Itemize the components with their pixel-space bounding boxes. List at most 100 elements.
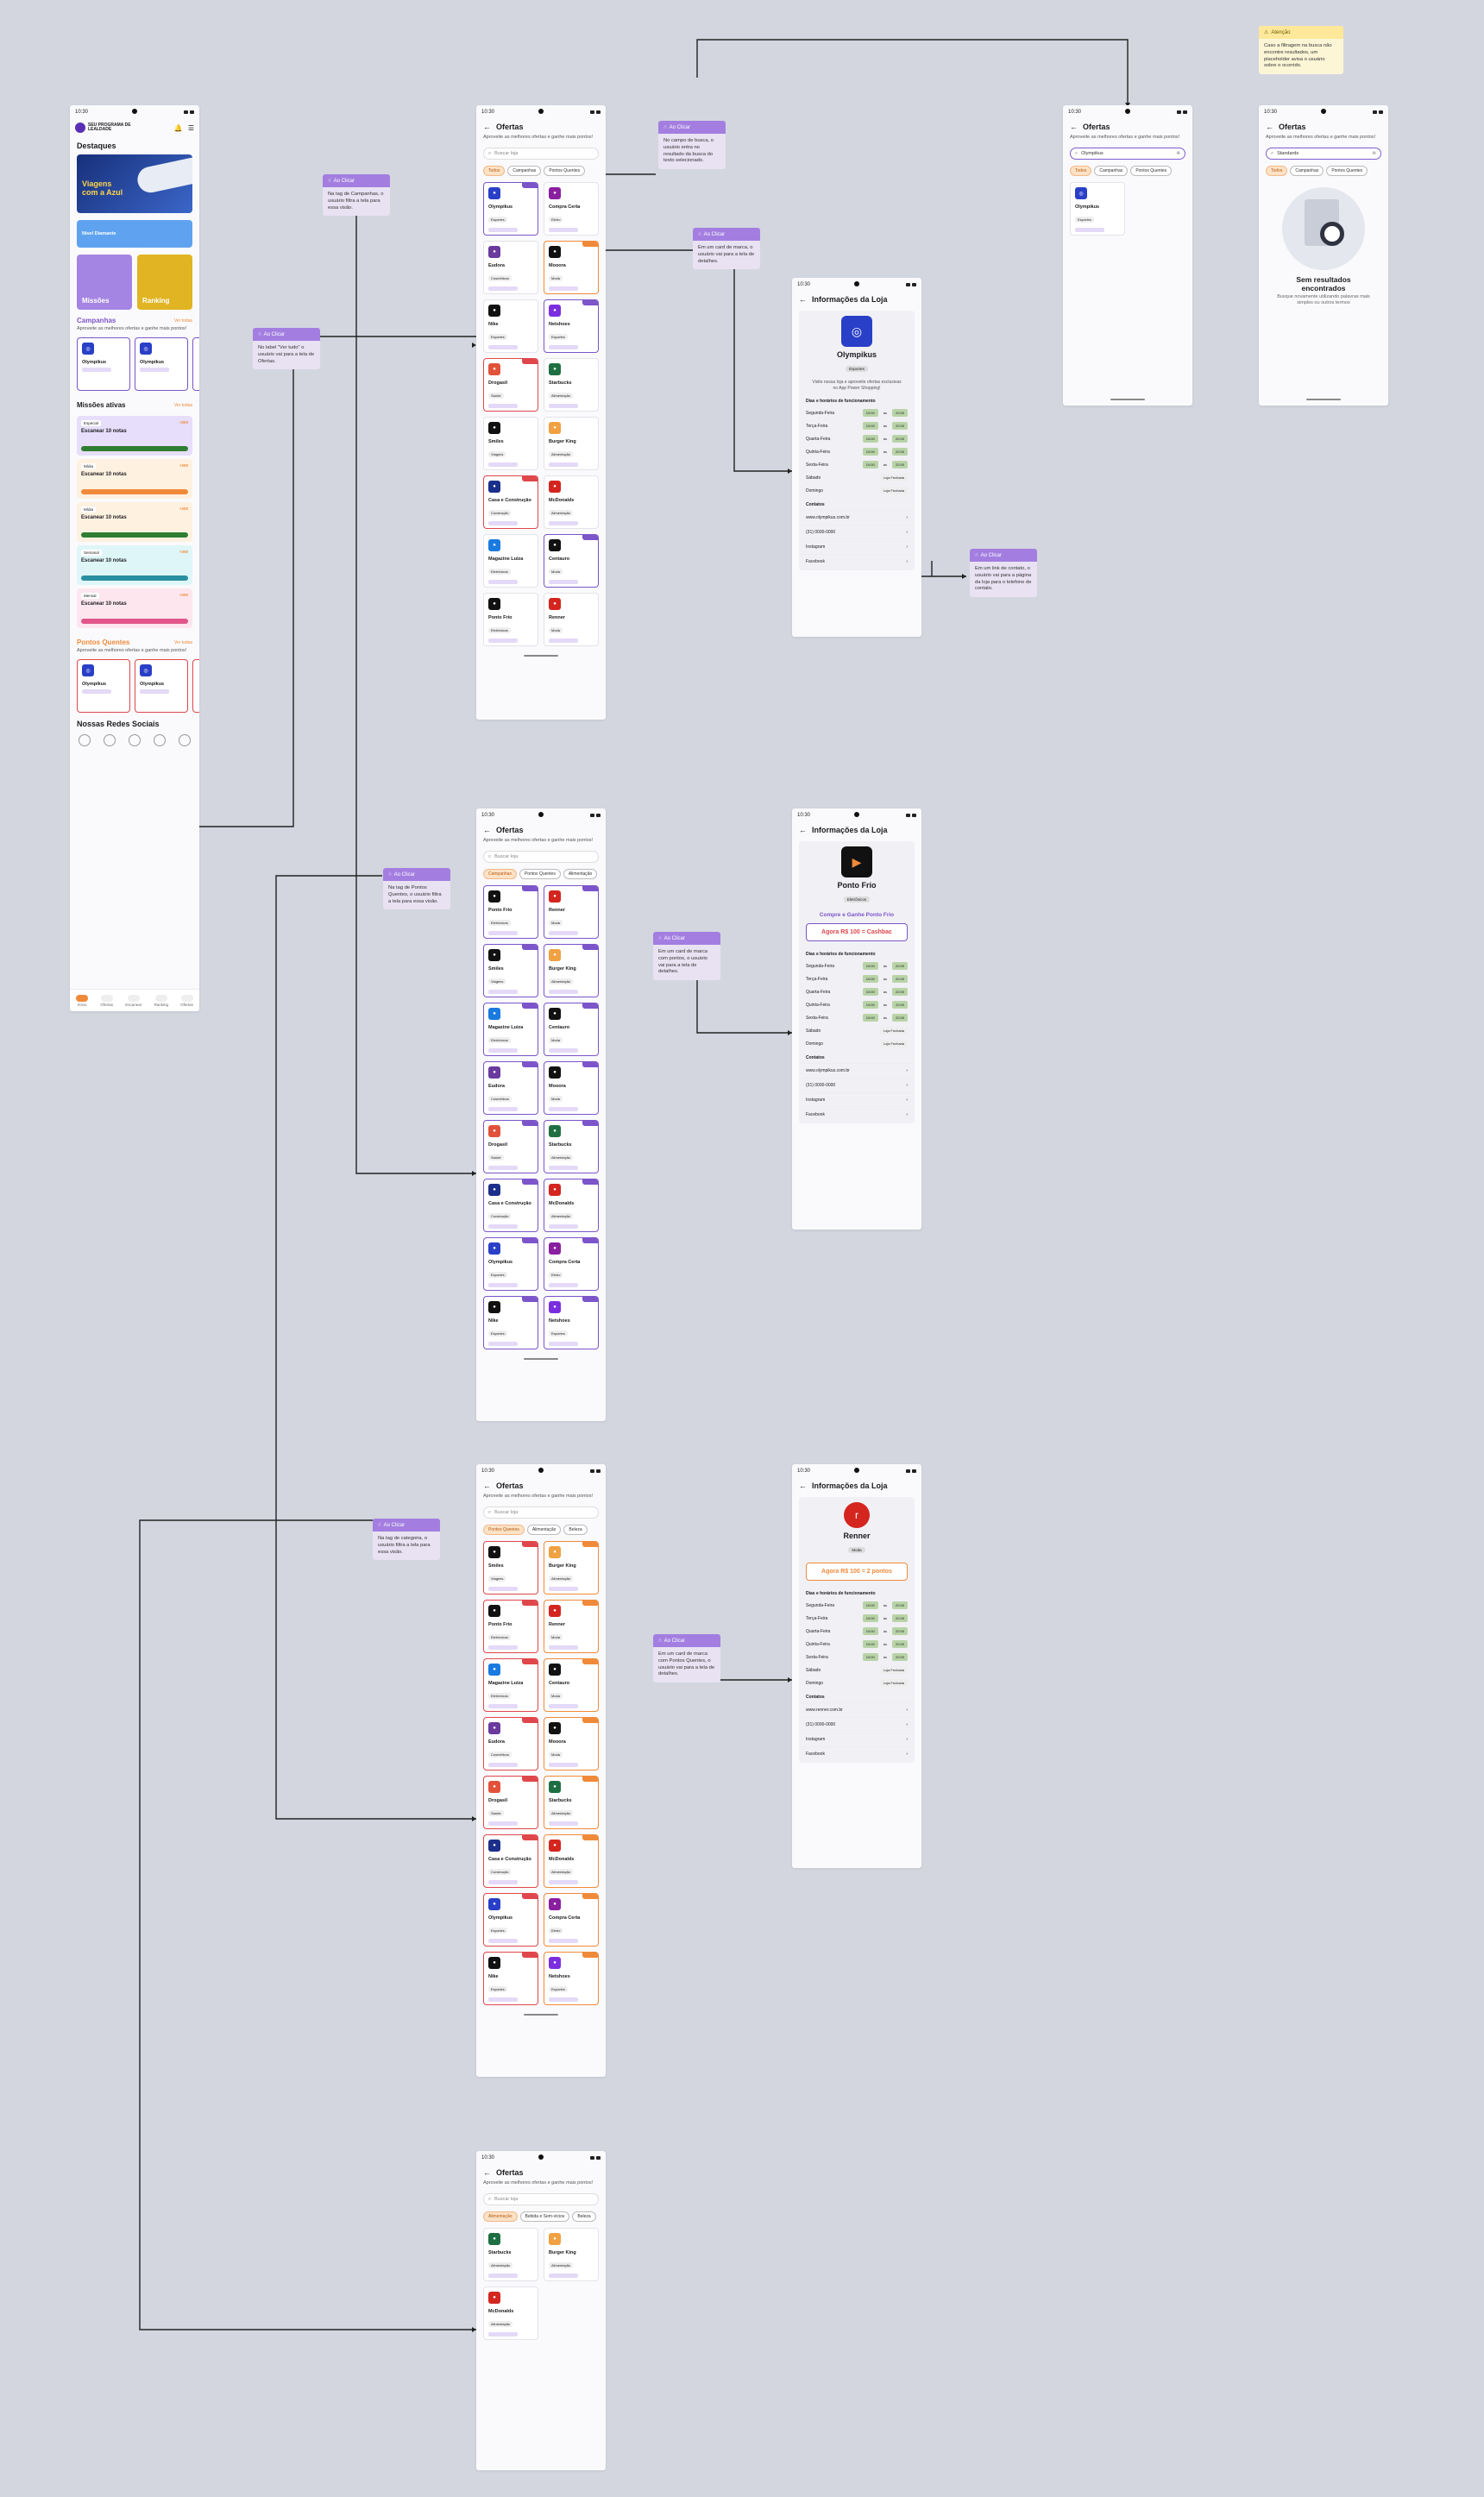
- chip-campaigns[interactable]: Campanhas: [483, 869, 517, 880]
- contact-instagram[interactable]: Instagram›: [799, 1732, 915, 1746]
- chip-beauty[interactable]: Beleza: [572, 2211, 596, 2223]
- campaigns-see-all[interactable]: Ver todas: [173, 318, 192, 324]
- nav-item[interactable]: Início: [76, 994, 89, 1007]
- nav-item[interactable]: Ofertas: [180, 994, 193, 1007]
- campaign-offer-card[interactable]: Agora R$ 100 = 2 pontos: [806, 1563, 908, 1581]
- chip-food[interactable]: Alimentação: [563, 869, 598, 880]
- chip-drinks[interactable]: Bebida e Sem-vícios: [519, 2211, 570, 2223]
- chip-food[interactable]: Alimentação: [483, 2211, 518, 2223]
- search-input[interactable]: ⌕Buscar loja: [483, 851, 599, 864]
- nav-item[interactable]: Ranking: [154, 994, 168, 1007]
- contact-site[interactable]: www.olympikus.com.br›: [799, 510, 915, 525]
- contact-phone[interactable]: (31) 0000-0000›: [799, 1078, 915, 1092]
- chip-beauty[interactable]: Beleza: [563, 1525, 588, 1536]
- contact-facebook[interactable]: Facebook›: [799, 554, 915, 569]
- menu-icon[interactable]: ☰: [187, 123, 194, 132]
- search-input[interactable]: ⌕Buscar loja: [483, 1506, 599, 1519]
- back-arrow-icon[interactable]: ←: [483, 826, 491, 834]
- contact-site[interactable]: www.olympikus.com.br›: [799, 1063, 915, 1078]
- bell-icon[interactable]: 🔔: [173, 123, 183, 132]
- level-card[interactable]: Nível Diamante: [77, 220, 192, 250]
- back-arrow-icon[interactable]: ←: [483, 123, 491, 131]
- campaigns-carousel[interactable]: ◎Olympikus ◎Olympikus: [70, 336, 199, 393]
- linkedin-icon[interactable]: [154, 734, 166, 747]
- search-input[interactable]: ⌕Buscar loja: [483, 148, 599, 160]
- clear-icon[interactable]: ⊗: [1372, 151, 1376, 157]
- hot-points-carousel[interactable]: ◎Olympikus ◎Olympikus: [70, 657, 199, 714]
- back-arrow-icon[interactable]: ←: [483, 1481, 491, 1490]
- chip-food[interactable]: Alimentação: [526, 1525, 562, 1536]
- x-icon[interactable]: [129, 734, 141, 747]
- contact-site[interactable]: www.renner.com.br›: [799, 1702, 915, 1717]
- back-arrow-icon[interactable]: ←: [799, 295, 807, 304]
- contact-phone[interactable]: (31) 0000-0000›: [799, 1717, 915, 1732]
- search-input[interactable]: ⌕Standards⊗: [1266, 148, 1381, 160]
- chip-all[interactable]: Todos: [483, 166, 506, 177]
- campaign-offer-card[interactable]: Agora R$ 100 = Cashbac: [806, 923, 908, 941]
- clear-icon[interactable]: ⊗: [1176, 151, 1180, 157]
- nav-item[interactable]: Ofertas: [100, 994, 113, 1007]
- back-arrow-icon[interactable]: ←: [483, 2168, 491, 2177]
- contact-facebook[interactable]: Facebook›: [799, 1746, 915, 1761]
- tiktok-icon[interactable]: [179, 734, 191, 747]
- highlight-banner[interactable]: Viagens com a Azul: [77, 154, 192, 213]
- back-arrow-icon[interactable]: ←: [1070, 123, 1078, 131]
- chip-hot-points[interactable]: Pontos Quentes: [483, 1525, 525, 1536]
- contact-facebook[interactable]: Facebook›: [799, 1107, 915, 1122]
- back-arrow-icon[interactable]: ←: [799, 826, 807, 834]
- ranking-tile[interactable]: Ranking: [137, 255, 192, 310]
- back-arrow-icon[interactable]: ←: [799, 1481, 807, 1490]
- facebook-icon[interactable]: [104, 734, 116, 747]
- chip-campaigns[interactable]: Campanhas: [507, 166, 542, 177]
- nav-item[interactable]: Escanear: [125, 994, 141, 1007]
